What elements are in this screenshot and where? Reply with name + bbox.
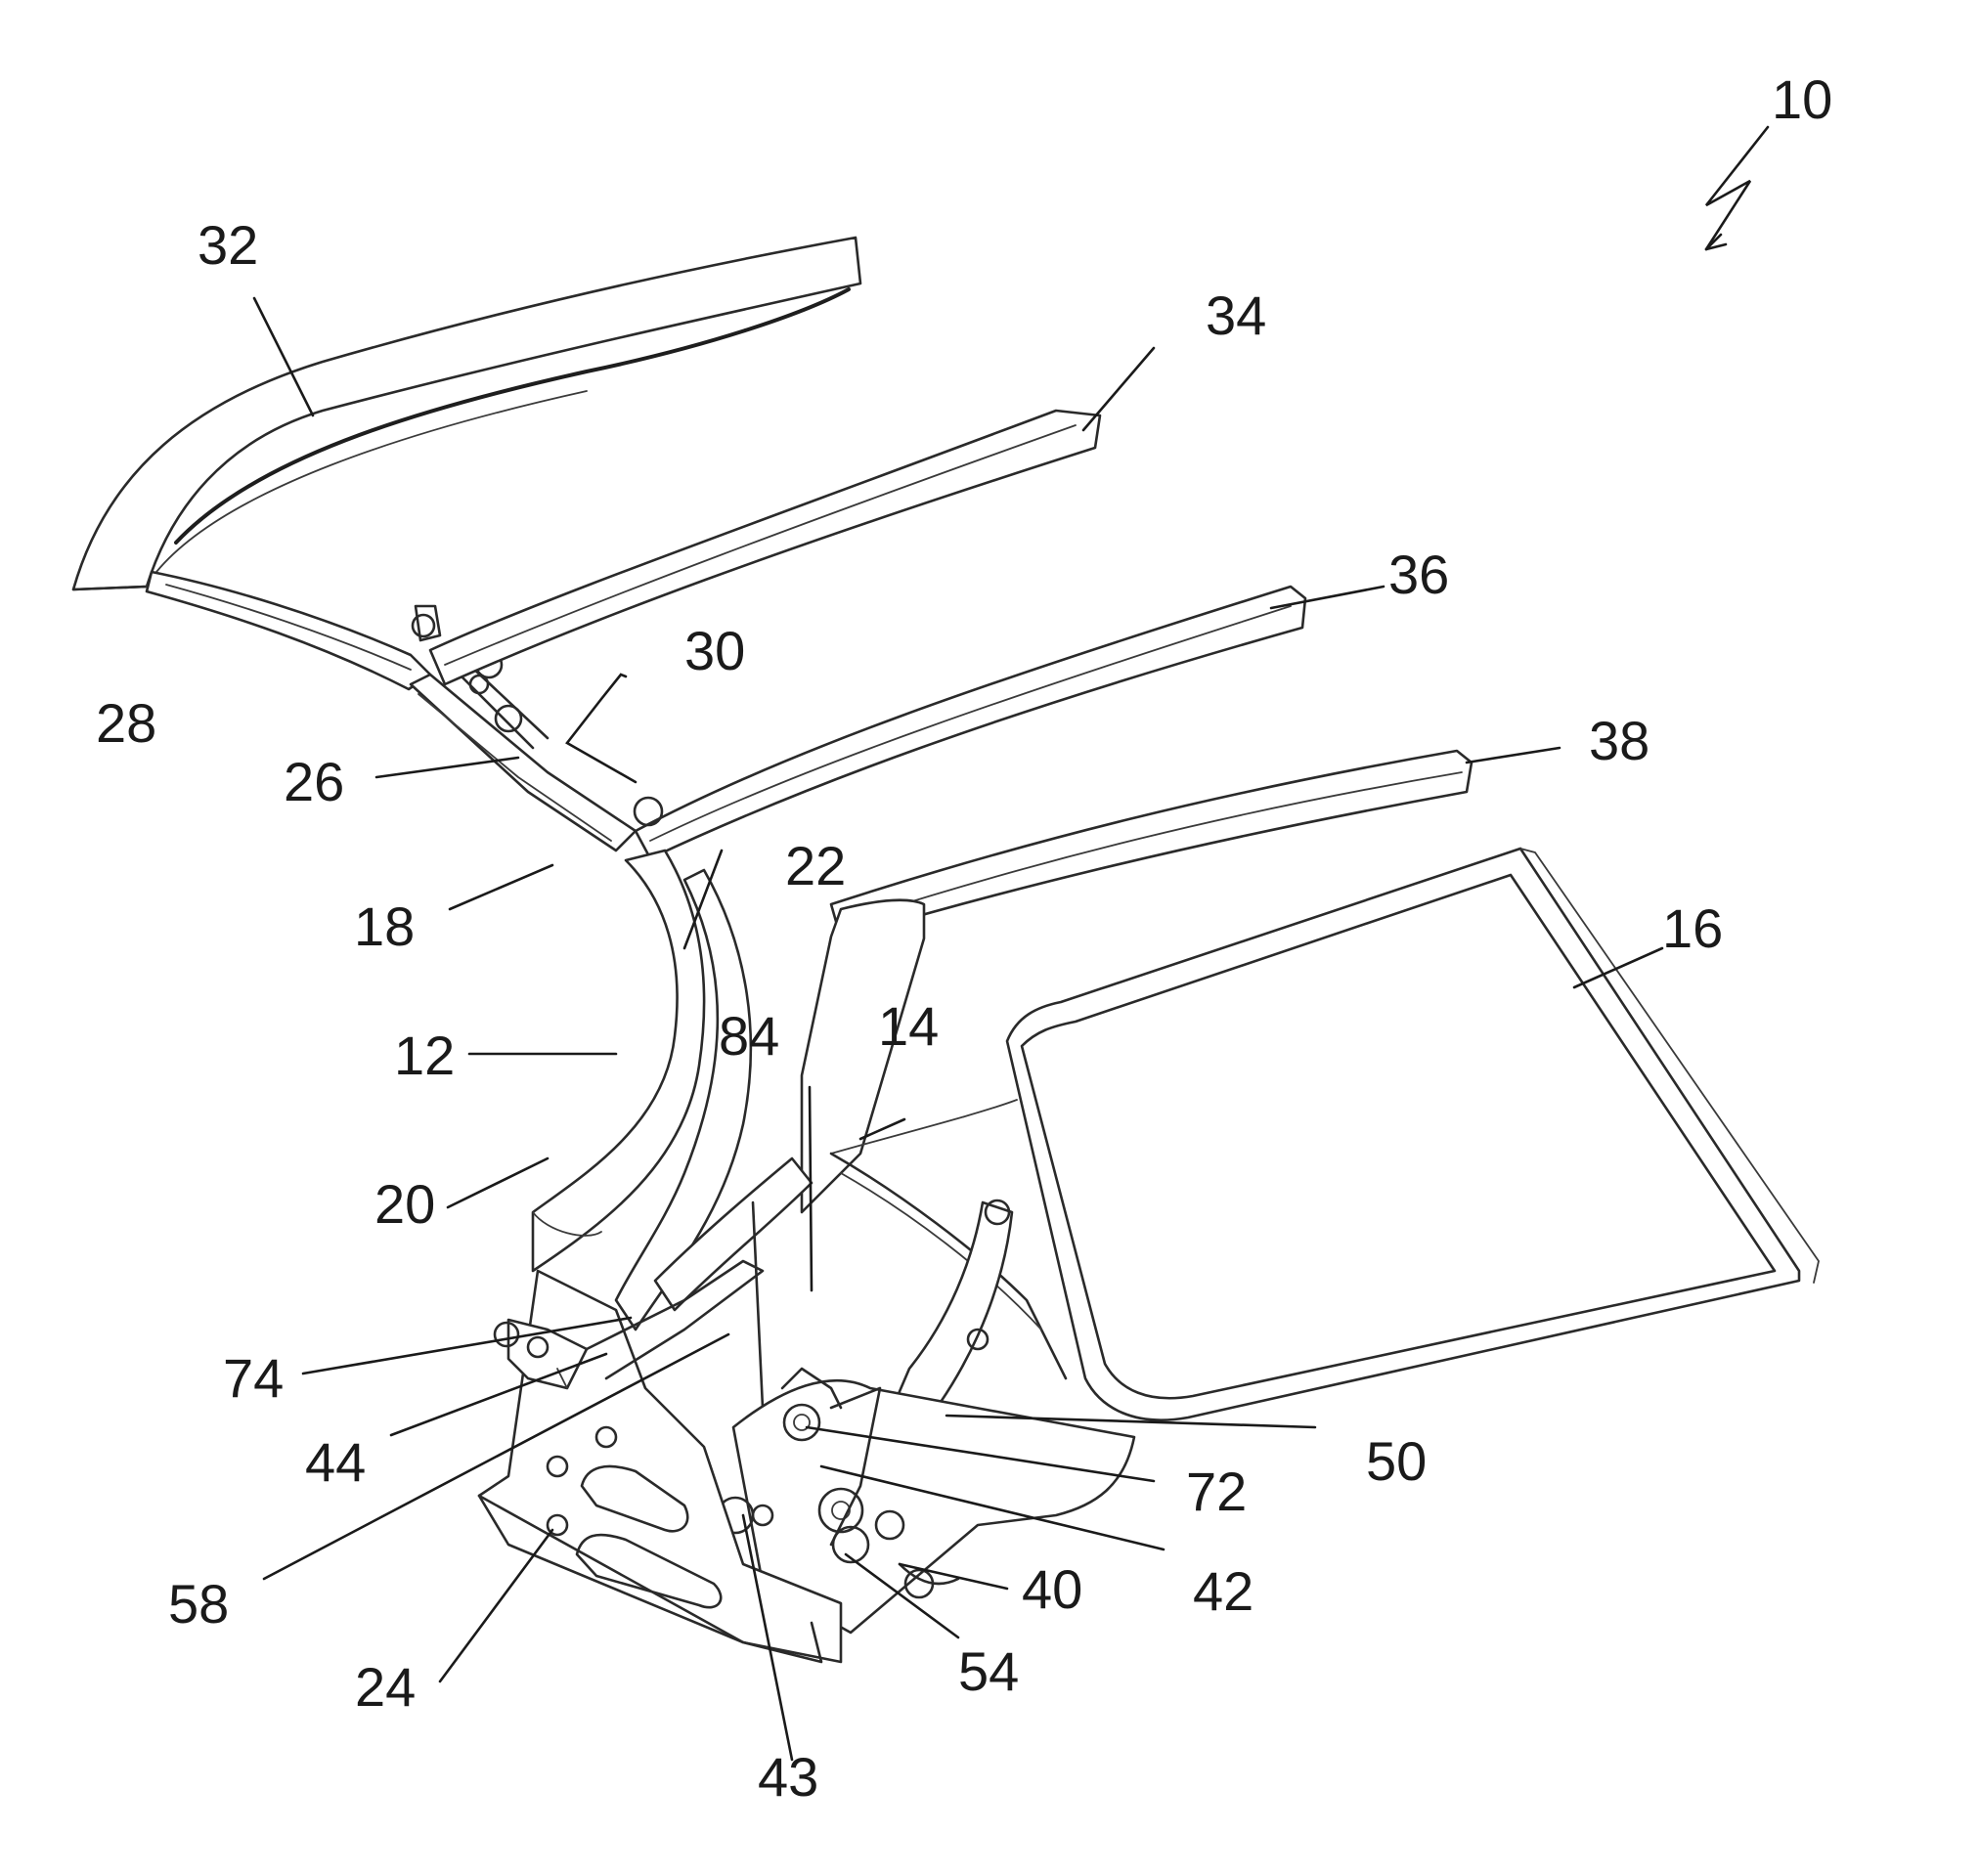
reference-numeral-54: 54 bbox=[958, 1644, 1019, 1699]
reference-numeral-58: 58 bbox=[168, 1577, 229, 1632]
reference-numeral-20: 20 bbox=[374, 1177, 435, 1232]
rear-panel-14 bbox=[802, 900, 1066, 1378]
reference-numeral-12: 12 bbox=[394, 1028, 455, 1083]
front-link-28 bbox=[147, 572, 430, 689]
reference-numeral-84: 84 bbox=[719, 1009, 779, 1064]
reference-numeral-72: 72 bbox=[1186, 1464, 1247, 1519]
reference-numeral-50: 50 bbox=[1366, 1434, 1427, 1489]
reference-numeral-44: 44 bbox=[305, 1435, 366, 1490]
reference-numeral-16: 16 bbox=[1662, 901, 1723, 956]
reference-numeral-28: 28 bbox=[96, 696, 156, 751]
reference-numeral-74: 74 bbox=[223, 1351, 284, 1406]
reference-numeral-30: 30 bbox=[684, 624, 745, 678]
reference-numeral-34: 34 bbox=[1206, 288, 1266, 343]
reference-numeral-22: 22 bbox=[785, 839, 846, 894]
reference-numeral-42: 42 bbox=[1193, 1564, 1253, 1619]
reference-numeral-24: 24 bbox=[355, 1660, 416, 1715]
reference-numeral-32: 32 bbox=[198, 218, 258, 273]
reference-numeral-18: 18 bbox=[354, 899, 415, 954]
reference-numeral-36: 36 bbox=[1388, 547, 1449, 602]
roof-bow-34 bbox=[430, 411, 1100, 684]
reference-numeral-40: 40 bbox=[1022, 1562, 1082, 1617]
reference-numeral-38: 38 bbox=[1589, 714, 1649, 768]
reference-numeral-26: 26 bbox=[284, 755, 344, 809]
reference-numeral-10: 10 bbox=[1772, 72, 1832, 127]
reference-numeral-43: 43 bbox=[758, 1750, 818, 1805]
reference-numeral-14: 14 bbox=[878, 999, 939, 1054]
